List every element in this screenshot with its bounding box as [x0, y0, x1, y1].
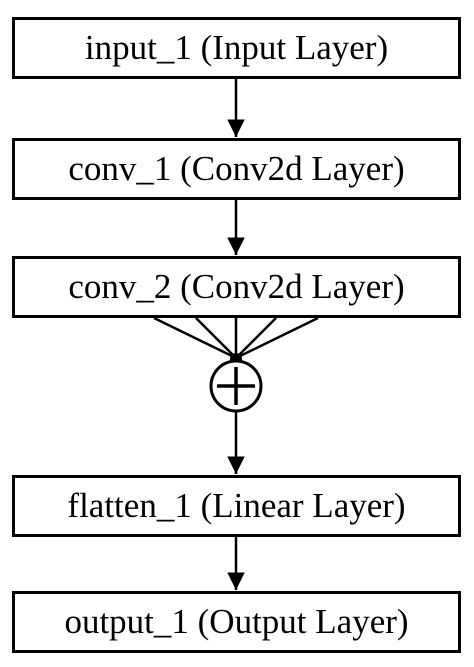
layer-name: input_1	[84, 28, 192, 67]
fan-in-line-1	[153, 316, 237, 360]
layer-type: (Conv2d Layer)	[180, 149, 405, 188]
fan-in-line-2	[195, 317, 237, 359]
layer-type: (Linear Layer)	[200, 486, 406, 525]
layer-type: (Output Layer)	[197, 602, 409, 641]
fan-in-line-5	[235, 316, 319, 360]
layer-box-conv1: conv_1 (Conv2d Layer)	[12, 138, 461, 200]
fan-in-line-4	[235, 317, 277, 359]
layer-type: (Input Layer)	[200, 28, 389, 67]
layer-name: conv_2	[68, 267, 172, 306]
layer-box-output: output_1 (Output Layer)	[12, 591, 461, 653]
layer-type: (Conv2d Layer)	[180, 267, 405, 306]
fan-in-lines	[153, 316, 319, 360]
layer-box-flatten: flatten_1 (Linear Layer)	[12, 475, 461, 537]
layer-box-input: input_1 (Input Layer)	[12, 17, 461, 79]
layer-name: flatten_1	[67, 486, 192, 525]
layer-name: conv_1	[68, 149, 172, 188]
add-circle-icon	[209, 359, 263, 413]
layer-box-conv2: conv_2 (Conv2d Layer)	[12, 256, 461, 318]
layer-name: output_1	[64, 602, 189, 641]
